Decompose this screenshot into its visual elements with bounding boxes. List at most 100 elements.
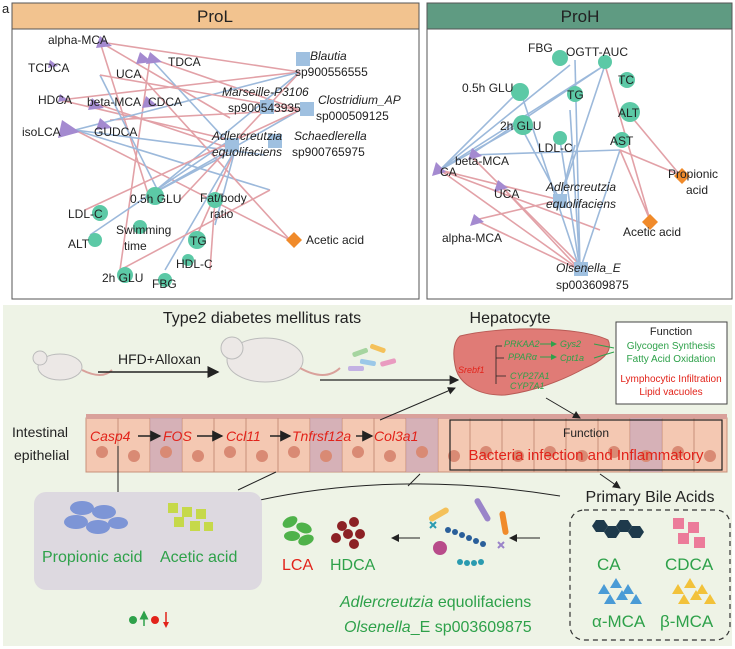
treatment-label: HFD+Alloxan (118, 351, 201, 367)
bacteria-1-genus: Adlercreutzia (339, 594, 433, 611)
node-schaed-a (268, 134, 282, 148)
panel-a: a ProL (2, 1, 420, 300)
panel-b-edges (439, 59, 681, 271)
hepatocyte-title: Hepatocyte (470, 310, 551, 327)
intestine-label-1: Intestinal (12, 424, 68, 440)
label-clostridium-a-2: sp000509125 (316, 109, 389, 123)
gene-ccl11: Ccl11 (226, 428, 261, 444)
label-schaed-a-2: sp900765975 (292, 145, 365, 159)
bacteria-1: Adlercreutzia equolifaciens (339, 594, 531, 611)
rat-large-icon (220, 336, 341, 383)
pba-amca-label: α-MCA (592, 612, 646, 631)
intestine-function-text: Bacteria infection and Inflammatory (468, 447, 704, 464)
label-ca-b: CA (440, 165, 457, 179)
node-alt-a (88, 233, 102, 247)
label-clostridium-a-1: Clostridium_AP (318, 93, 401, 107)
label-gudca-a: GUDCA (94, 125, 137, 139)
panel-b-title: ProH (561, 7, 600, 26)
regulation-legend (129, 610, 169, 628)
panel-a-nodes (48, 36, 314, 287)
label-alt-a: ALT (68, 237, 90, 251)
label-tg-a: TG (190, 234, 207, 248)
label-alpha-mca-a: alpha-MCA (48, 33, 108, 47)
gene-cyp7a1: CYP7A1 (510, 381, 545, 391)
propionic-acid-icon (64, 501, 128, 534)
label-glu2h-a: 2h GLU (102, 271, 143, 285)
epithelium-cells (85, 414, 728, 473)
label-beta-mca-a: beta-MCA (87, 95, 141, 109)
bacteria-2-genus: Olsenella (344, 619, 411, 636)
label-adler-a-1: Adlercreutzia (211, 129, 282, 143)
pba-ca-label: CA (597, 555, 621, 574)
gene-col3a1: Col3a1 (374, 428, 418, 444)
label-marseille-a-1: Marseille-P3106 (222, 85, 309, 99)
acetic-acid-icon (168, 503, 213, 531)
node-cdca-a (142, 96, 158, 108)
panel-a-labels: alpha-MCA TCDCA UCA TDCA HDCA beta-MCA C… (22, 33, 401, 291)
node-ldlc-b (553, 131, 567, 145)
gene-casp4: Casp4 (90, 428, 131, 444)
bacteria-2-species: _E sp003609875 (410, 619, 532, 636)
node-alpha-mca-b (470, 214, 484, 226)
primary-bile-acids-title: Primary Bile Acids (586, 489, 715, 506)
node-fatbody-a (207, 192, 223, 208)
panel-a-letter: a (2, 1, 10, 16)
label-tc-b: TC (618, 73, 634, 87)
rat-small-icon (32, 350, 113, 381)
node-hdca-a (58, 94, 68, 102)
pba-cdca-label: CDCA (665, 555, 714, 574)
node-propionic-b (674, 168, 690, 184)
node-gudca-a (96, 118, 112, 130)
label-tcdca-a: TCDCA (28, 61, 69, 75)
label-blautia-a-1: Blautia (310, 49, 347, 63)
label-olsenella-b-1: Olsenella_E (556, 261, 622, 275)
label-olsenella-b-2: sp003609875 (556, 278, 629, 292)
label-glu2h-b: 2h GLU (500, 119, 541, 133)
label-propionic-b-1: Propionic (668, 167, 718, 181)
gene-prkaa2: PRKAA2 (504, 339, 540, 349)
node-glu05-b (511, 83, 529, 101)
label-hdca-a: HDCA (38, 93, 72, 107)
label-ldlc-a: LDL-C (68, 207, 103, 221)
panel-b-labels: FBG OGTT-AUC 0.5h GLU TC TG ALT 2h GLU L… (440, 41, 718, 292)
node-glu05-a (146, 187, 164, 205)
gene-srebf1: Srebf1 (458, 365, 485, 375)
beta-mca-icon (672, 578, 716, 604)
label-propionic-b-2: acid (686, 183, 708, 197)
panel-b-nodes (432, 50, 690, 276)
gut-bacteria-icon (428, 498, 509, 566)
node-marseille-a (260, 100, 274, 114)
label-acetic-b: Acetic acid (623, 225, 681, 239)
cdca-icon (673, 518, 705, 548)
node-ogtt-b (598, 55, 612, 69)
node-olsenella-b (574, 262, 588, 276)
label-schaed-a-1: Schaedlerella (294, 129, 367, 143)
node-adler-b (553, 194, 567, 208)
lca-label: LCA (282, 557, 313, 574)
pba-bmca-label: β-MCA (660, 612, 714, 631)
node-isolca-a (58, 120, 80, 138)
gene-chain: Casp4 FOS Ccl11 Tnfrsf12a Col3a1 (90, 428, 418, 444)
scfa-box (34, 492, 262, 590)
label-adler-a-2: equolifaciens (212, 145, 282, 159)
node-tc-b (619, 72, 635, 88)
node-blautia-a (296, 52, 310, 66)
liver-function-green-2: Fatty Acid Oxidation (627, 354, 716, 365)
node-beta-mca-b (468, 148, 482, 160)
label-fatbody-a-1: Fat/body (200, 191, 247, 205)
label-swim-a-2: time (124, 239, 147, 253)
liver-function-red-2: Lipid vacuoles (639, 387, 702, 398)
node-clostridium-a (300, 102, 314, 116)
node-tg-b (567, 86, 583, 102)
liver-function-red-1: Lymphocytic Infiltration (620, 374, 721, 385)
label-blautia-a-2: sp900556555 (295, 65, 368, 79)
node-ldlc-a (92, 205, 108, 221)
scfa-acetic-label: Acetic acid (160, 549, 237, 566)
gene-gys2: Gys2 (560, 339, 581, 349)
node-acetic-a (286, 232, 302, 248)
label-fbg-b: FBG (528, 41, 553, 55)
intestine-label-2: epithelial (14, 447, 69, 463)
node-alpha-mca-a (96, 36, 112, 48)
node-adler-a (225, 138, 239, 152)
